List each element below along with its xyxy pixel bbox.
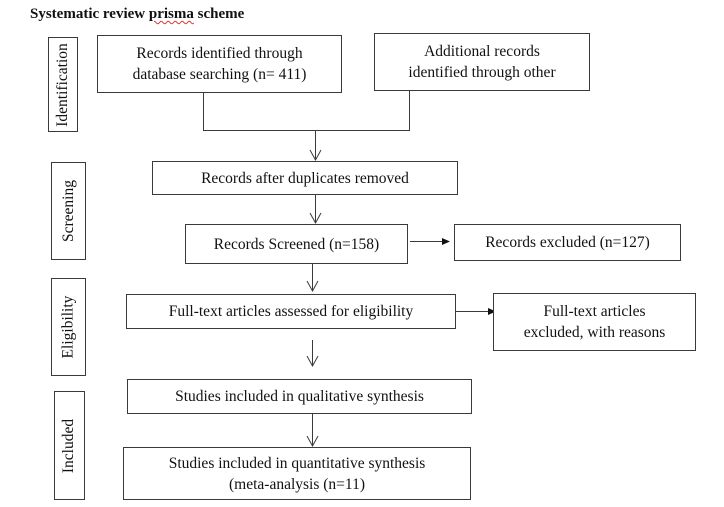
box-database-records: Records identified through database searc…	[97, 35, 342, 93]
box-text: Records after duplicates removed	[201, 169, 409, 187]
box-duplicates-removed: Records after duplicates removed	[152, 161, 458, 195]
box-text-line: database searching (n= 411)	[132, 66, 307, 83]
box-qualitative-synthesis: Studies included in qualitative synthesi…	[127, 379, 472, 414]
box-records-excluded: Records excluded (n=127)	[454, 224, 681, 261]
box-records-screened: Records Screened (n=158)	[185, 224, 408, 264]
box-text-line: identified through other	[408, 64, 556, 81]
box-text: Records Screened (n=158)	[213, 235, 380, 253]
arrowhead	[488, 308, 496, 315]
box-text-line: excluded, with reasons	[523, 324, 666, 341]
arrowhead	[306, 355, 319, 368]
arrowhead	[442, 238, 450, 245]
page-title: Systematic review prisma scheme	[30, 6, 244, 23]
phase-identification: Identification	[48, 37, 78, 132]
phase-eligibility: Eligibility	[51, 278, 86, 376]
phase-included: Included	[54, 391, 85, 500]
box-fulltext-assessed: Full-text articles assessed for eligibil…	[126, 294, 456, 329]
title-flagged-word: prisma	[148, 6, 194, 22]
title-prefix: Systematic review	[30, 6, 149, 22]
merge-connector	[203, 90, 410, 131]
box-text: Records excluded (n=127)	[485, 234, 650, 251]
box-fulltext-excluded: Full-text articles excluded, with reasons	[493, 293, 696, 351]
box-text-line: Studies included in quantitative synthes…	[168, 454, 426, 472]
box-text-line: Additional records	[424, 43, 540, 60]
title-suffix: scheme	[193, 6, 245, 22]
box-text-line: (meta-analysis (n=11)	[229, 475, 365, 493]
box-additional-records: Additional records identified through oth…	[374, 33, 590, 91]
box-quantitative-synthesis: Studies included in quantitative synthes…	[123, 447, 471, 500]
arrowhead	[306, 280, 319, 293]
box-text: Studies included in qualitative synthesi…	[175, 388, 424, 405]
arrowhead	[309, 212, 322, 225]
box-text-line: Records identified through	[136, 45, 303, 62]
box-text: Full-text articles assessed for eligibil…	[168, 303, 414, 320]
box-text-line: Full-text articles	[543, 303, 646, 320]
arrowhead	[306, 435, 319, 448]
phase-screening: Screening	[51, 162, 86, 260]
arrowhead	[309, 149, 322, 162]
